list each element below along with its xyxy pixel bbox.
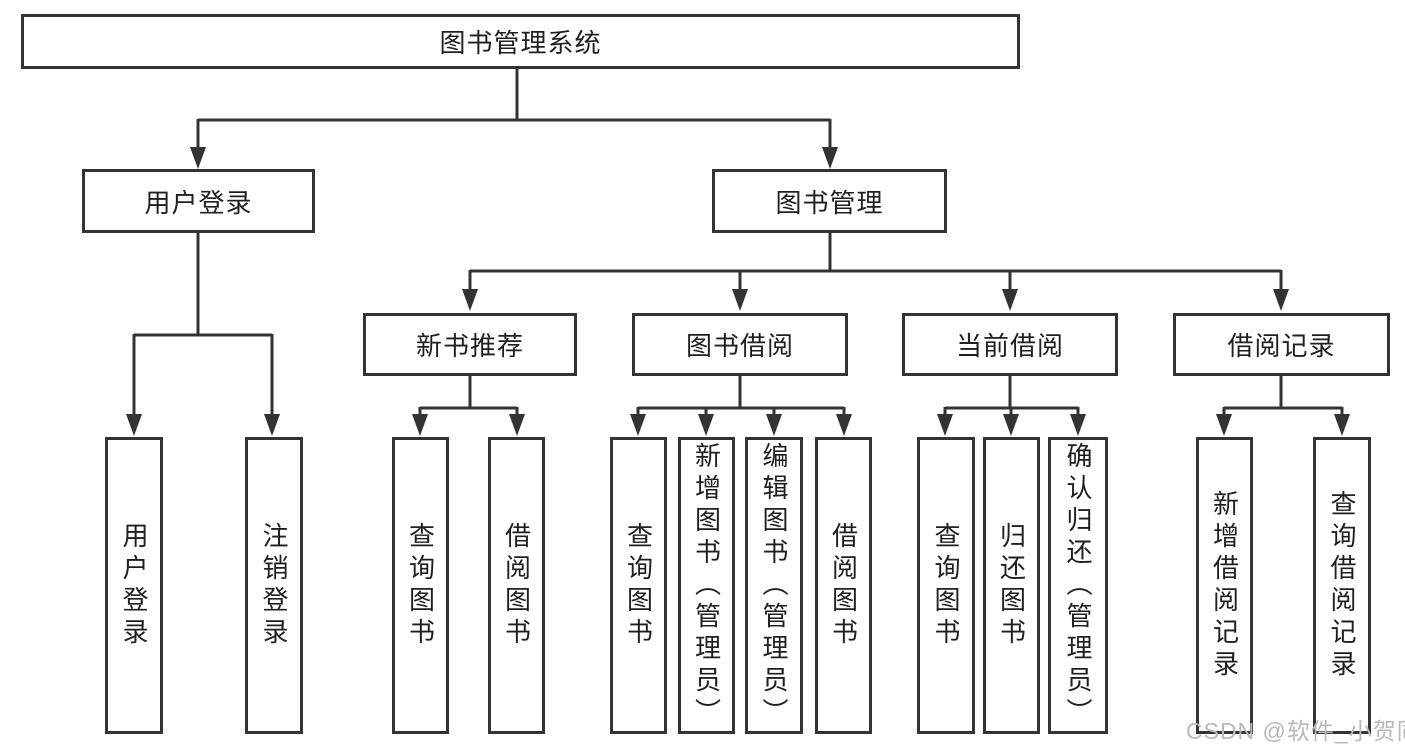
leaf-query-borrow-record: 查询借阅记录 bbox=[1313, 437, 1371, 734]
node-label: 图书管理 bbox=[775, 187, 884, 218]
node-book-borrowing: 图书借阅 bbox=[632, 313, 848, 376]
leaf-logout: 注销登录 bbox=[245, 437, 303, 734]
leaf-add-books-admin: 新增图书（管理员） bbox=[678, 437, 735, 734]
node-label: 借阅图书 bbox=[501, 521, 532, 650]
node-label: 查询图书 bbox=[405, 521, 436, 650]
node-label: 新增图书（管理员） bbox=[691, 441, 722, 730]
node-label: 图书管理系统 bbox=[439, 28, 602, 58]
node-label: 图书借阅 bbox=[685, 331, 794, 361]
leaf-borrow-books-1: 借阅图书 bbox=[488, 437, 545, 734]
leaf-add-borrow-record: 新增借阅记录 bbox=[1196, 437, 1253, 734]
node-label: 新书推荐 bbox=[415, 331, 524, 361]
node-label: 当前借阅 bbox=[955, 331, 1064, 361]
node-user-login-group: 用户登录 bbox=[82, 169, 315, 233]
csdn-watermark: CSDN @软件_小贺同学 bbox=[1186, 718, 1405, 744]
node-label: 查询图书 bbox=[931, 521, 961, 650]
node-label: 归还图书 bbox=[996, 521, 1027, 650]
node-current-borrowing: 当前借阅 bbox=[902, 313, 1118, 376]
node-library-management-system: 图书管理系统 bbox=[21, 14, 1020, 69]
node-book-management: 图书管理 bbox=[712, 169, 947, 233]
arrowheads bbox=[126, 147, 1350, 436]
leaf-confirm-return-admin: 确认归还（管理员） bbox=[1048, 437, 1108, 734]
leaf-query-books-2: 查询图书 bbox=[610, 437, 667, 734]
node-label: 查询借阅记录 bbox=[1327, 489, 1357, 682]
node-label: 新增借阅记录 bbox=[1209, 489, 1240, 682]
leaf-return-books: 归还图书 bbox=[983, 437, 1040, 734]
node-label: 用户登录 bbox=[119, 521, 149, 650]
leaf-edit-books-admin: 编辑图书（管理员） bbox=[745, 437, 803, 734]
leaf-user-login: 用户登录 bbox=[105, 437, 163, 734]
node-label: 借阅图书 bbox=[828, 521, 859, 650]
node-label: 借阅记录 bbox=[1227, 331, 1336, 361]
node-borrowing-records: 借阅记录 bbox=[1173, 313, 1390, 376]
node-label: 确认归还（管理员） bbox=[1063, 441, 1093, 730]
leaf-query-books-1: 查询图书 bbox=[392, 437, 449, 734]
node-label: 查询图书 bbox=[623, 521, 654, 650]
leaf-borrow-books-2: 借阅图书 bbox=[815, 437, 872, 734]
leaf-query-books-3: 查询图书 bbox=[917, 437, 975, 734]
node-label: 用户登录 bbox=[144, 187, 253, 218]
node-label: 编辑图书（管理员） bbox=[759, 441, 789, 730]
node-new-book-recommendation: 新书推荐 bbox=[363, 313, 577, 376]
node-label: 注销登录 bbox=[259, 521, 289, 650]
